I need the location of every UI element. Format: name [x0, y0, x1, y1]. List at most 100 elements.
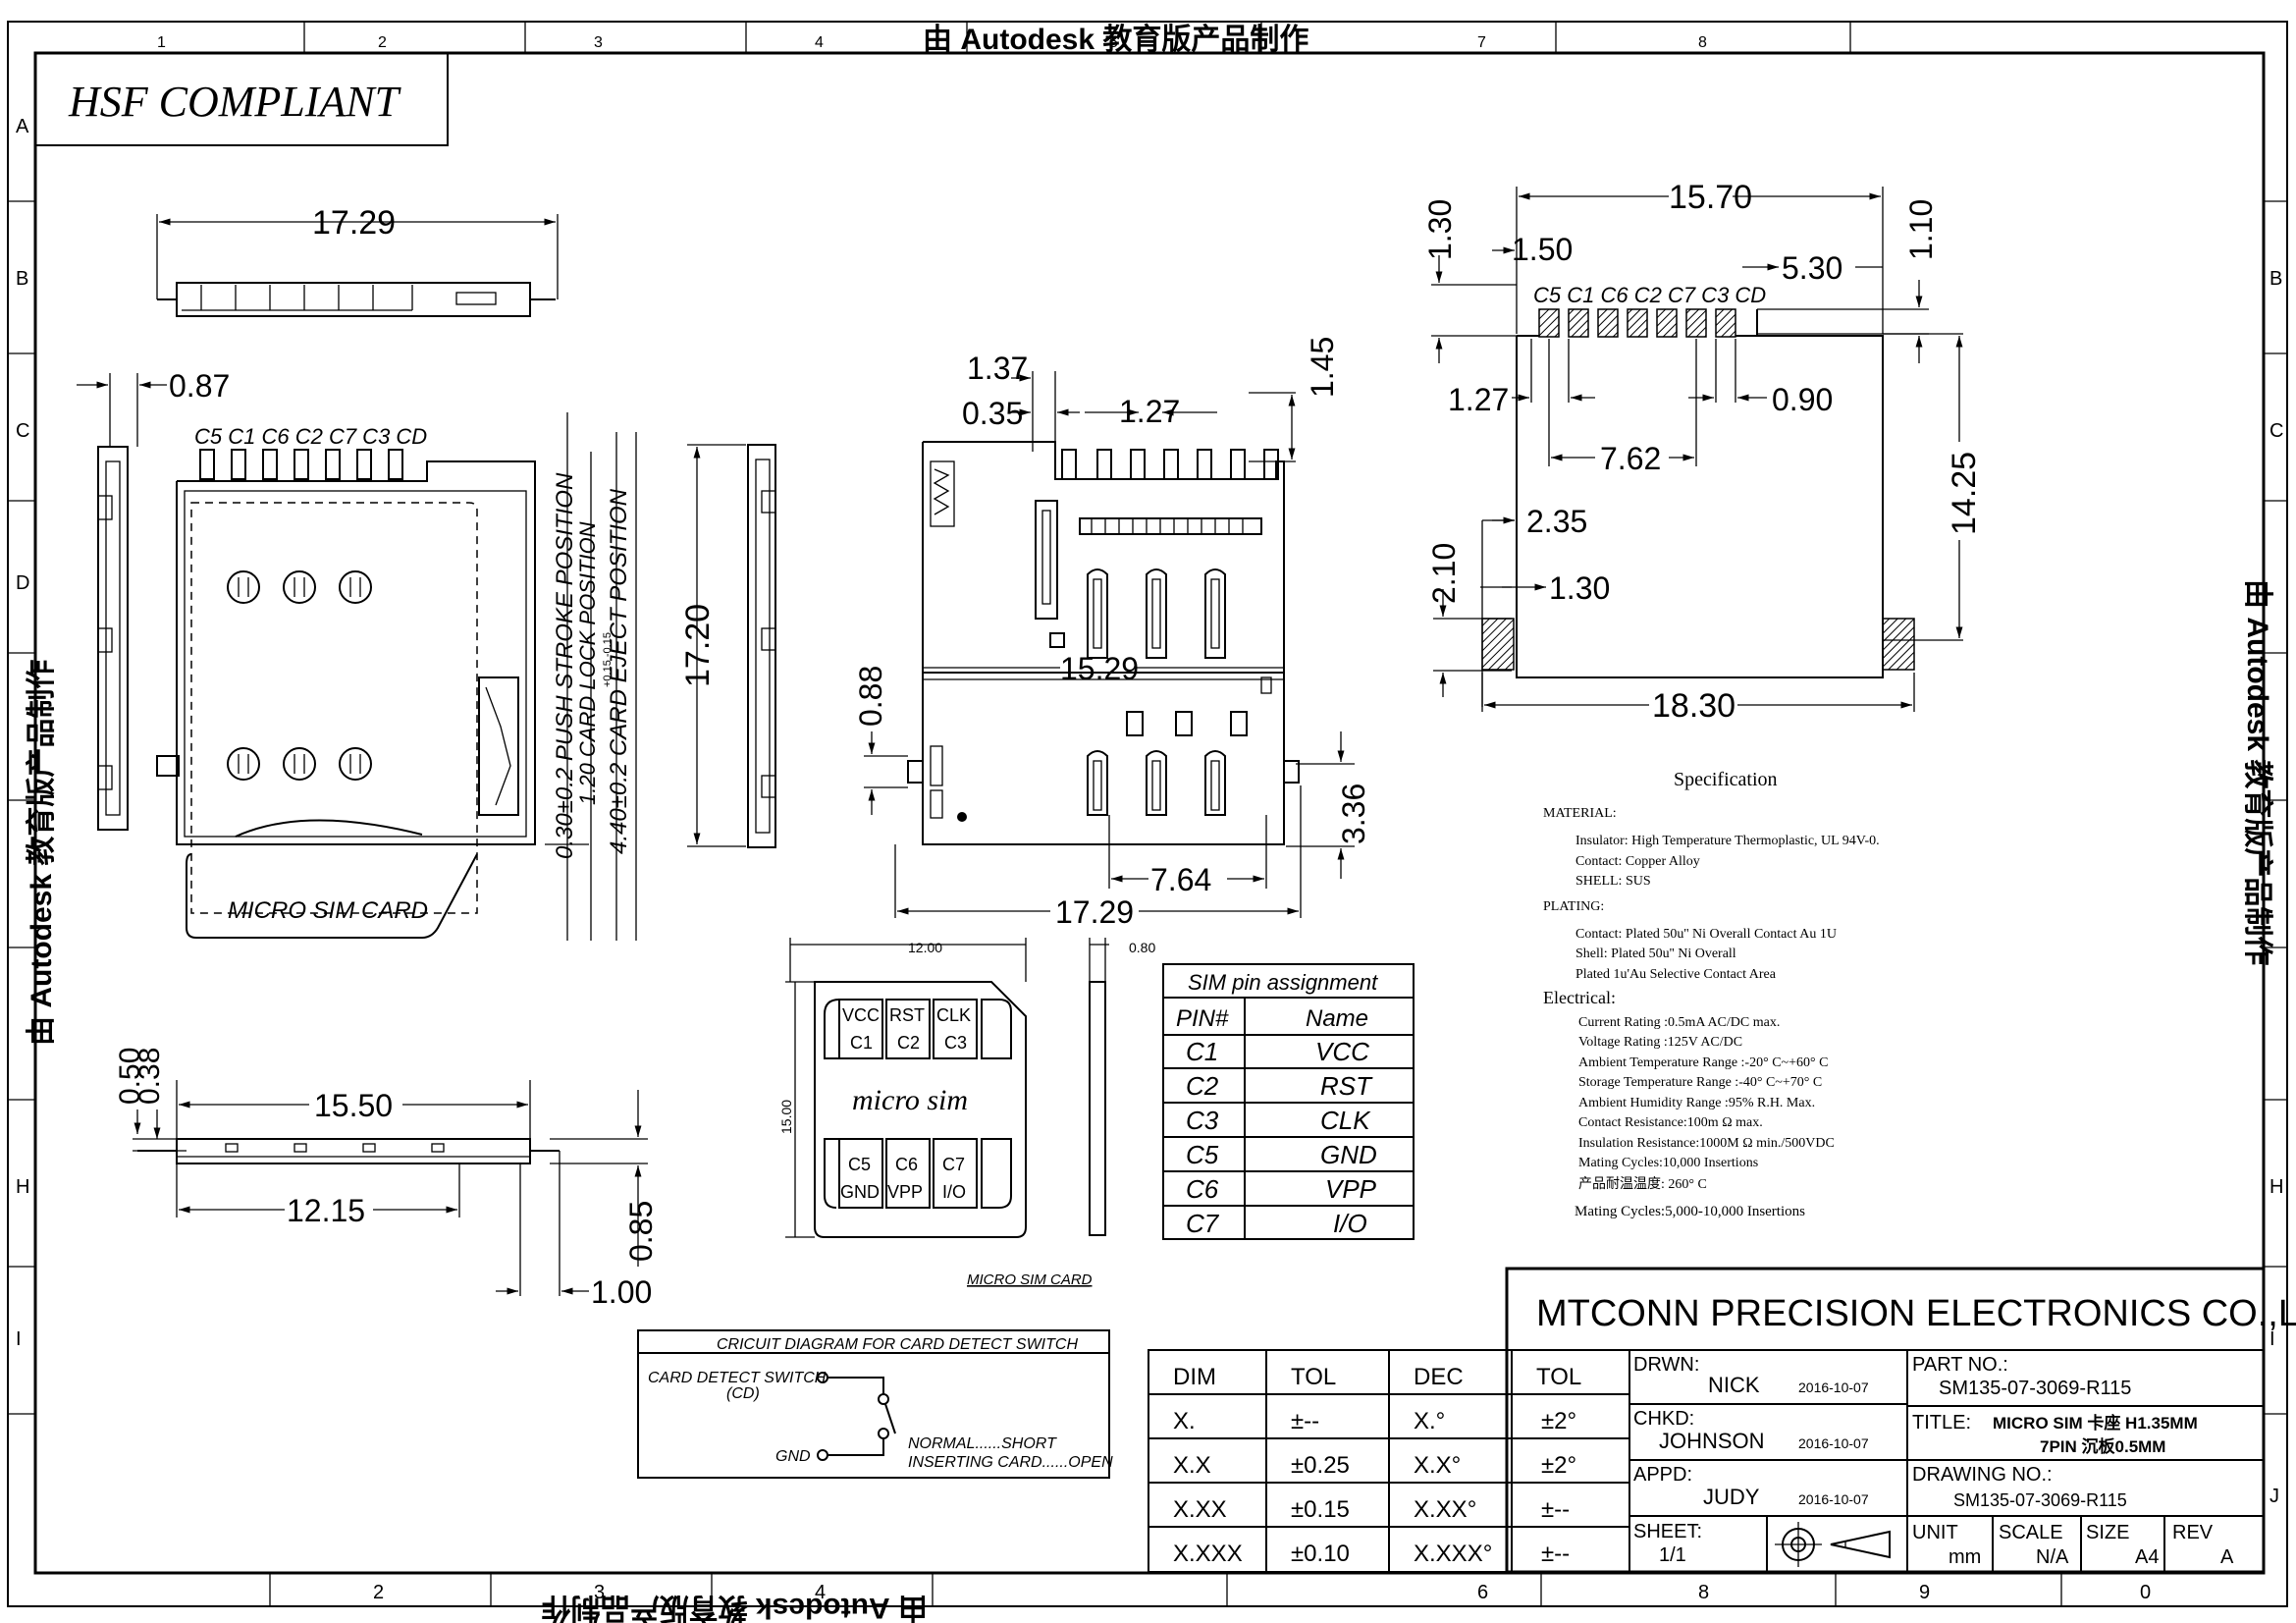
tol-cell: X.X	[1173, 1452, 1211, 1479]
bottom-view-connector: 1.37 0.35 1.27 1.45	[853, 337, 1371, 930]
dim-1-37: 1.37	[967, 351, 1028, 386]
dim-1-30-b: 1.30	[1549, 570, 1610, 606]
size-value: A4	[2135, 1546, 2159, 1568]
contact-name: C5	[848, 1155, 871, 1174]
pin-cell: C7	[1186, 1209, 1220, 1238]
spec-line: Contact Resistance:100m Ω max.	[1578, 1115, 1763, 1130]
spec-line: 产品耐温温度: 260° C	[1578, 1176, 1707, 1192]
contact-pin: I/O	[942, 1182, 966, 1202]
tol-header: TOL	[1291, 1364, 1336, 1390]
pin-cell: C5	[1186, 1140, 1219, 1169]
pin-table-title: SIM pin assignment	[1188, 970, 1378, 995]
drawing-no-label: DRAWING NO.:	[1912, 1464, 2053, 1486]
tol-cell: X.X°	[1414, 1452, 1461, 1479]
scale-value: N/A	[2036, 1546, 2069, 1568]
title-block: MTCONN PRECISION ELECTRONICS CO.,LTD DRW…	[1505, 1267, 2296, 1574]
row-label: J	[2269, 1486, 2279, 1507]
tol-cell: ±--	[1291, 1408, 1319, 1434]
col-label: 2	[373, 1582, 384, 1603]
spec-line: MATERIAL:	[1543, 806, 1617, 821]
unit-value: mm	[1949, 1546, 1981, 1568]
pin-cell: VCC	[1315, 1037, 1369, 1066]
dim-0-87: 0.87	[169, 368, 230, 404]
circuit-inserting: INSERTING CARD......OPEN	[908, 1454, 1113, 1471]
size-label: SIZE	[2086, 1522, 2129, 1543]
pin-cell: GND	[1320, 1140, 1377, 1169]
col-label: 4	[815, 1582, 826, 1603]
circuit-diagram: CRICUIT DIAGRAM FOR CARD DETECT SWITCH C…	[637, 1329, 1113, 1479]
top-view-connector: C5 C1 C6 C2 C7 C3 CD MICRO SIM CARD	[156, 412, 637, 941]
spec-line: Plated 1u'Au Selective Contact Area	[1575, 967, 1777, 982]
appd-name: JUDY	[1703, 1485, 1760, 1509]
spec-line: Ambient Temperature Range :-20° C~+60° C	[1578, 1055, 1828, 1070]
dim-15-70: 15.70	[1669, 179, 1752, 216]
sheet-value: 1/1	[1659, 1544, 1686, 1566]
card-eject-label: 4.40±0.2 CARD EJECT POSITION	[606, 488, 632, 854]
watermark-top: 由 Autodesk 教育版产品制作	[923, 23, 1308, 56]
chkd-label: CHKD:	[1633, 1408, 1694, 1430]
dim-0-50: 0.50	[114, 1048, 146, 1105]
contact-pin: C2	[897, 1033, 920, 1053]
hsf-text: HSF COMPLIANT	[68, 78, 402, 126]
spec-line: PLATING:	[1543, 899, 1604, 914]
spec-title: Specification	[1674, 769, 1778, 790]
sheet-label: SHEET:	[1633, 1521, 1702, 1542]
contact-name: CLK	[936, 1005, 971, 1025]
dim-0-88: 0.88	[853, 666, 888, 727]
row-label: C	[16, 420, 29, 442]
dim-2-35: 2.35	[1526, 504, 1587, 539]
row-label: D	[16, 572, 29, 594]
tol-cell: ±0.15	[1291, 1496, 1350, 1523]
dim-1-27-f: 1.27	[1448, 382, 1509, 417]
pin-labels-top: C5 C1 C6 C2 C7 C3 CD	[194, 424, 427, 449]
contact-pin: GND	[840, 1182, 880, 1202]
col-label: 9	[1919, 1582, 1930, 1603]
drwn-label: DRWN:	[1633, 1354, 1699, 1376]
row-label: C	[2269, 420, 2283, 442]
col-label: 7	[1477, 34, 1486, 51]
tol-cell: X.XXX°	[1414, 1541, 1492, 1567]
col-label: 3	[594, 34, 603, 51]
dim-1-27: 1.27	[1119, 394, 1180, 429]
col-label: 4	[815, 34, 824, 51]
dim-5-30: 5.30	[1782, 250, 1842, 286]
dim-1-50: 1.50	[1512, 232, 1573, 267]
circuit-normal: NORMAL......SHORT	[908, 1435, 1057, 1452]
dim-2-10: 2.10	[1426, 543, 1462, 604]
dim-12-00: 12.00	[908, 940, 942, 955]
card-contacts-top: VCC C1 RST C2 CLK C3	[824, 999, 1012, 1059]
micro-sim-card: 12.00 0.80 15.00 VCC C1 RST C2 CLK C3 mi…	[778, 938, 1155, 1288]
pcb-footprint: 15.70 1.30 1.50 5.30 1.10 C5 C1 C6 C2 C7…	[1422, 179, 1983, 725]
projection-symbol-icon	[1775, 1522, 1891, 1567]
dim-1-30-a: 1.30	[1422, 199, 1458, 260]
card-caption: MICRO SIM CARD	[967, 1271, 1093, 1288]
tol-cell: ±--	[1541, 1541, 1570, 1567]
row-label: H	[16, 1176, 29, 1198]
specification-block: Specification MATERIAL: Insulator: High …	[1543, 769, 1880, 1219]
tol-cell: ±0.25	[1291, 1452, 1350, 1479]
dim-14-25: 14.25	[1946, 452, 1983, 535]
col-label: 8	[1698, 1582, 1709, 1603]
spec-line: Ambient Humidity Range :95% R.H. Max.	[1578, 1096, 1815, 1110]
appd-label: APPD:	[1633, 1464, 1692, 1486]
dim-15-50: 15.50	[314, 1088, 393, 1123]
col-label: 8	[1698, 34, 1707, 51]
zone-labels: 1 2 3 4 5 7 8 2 3 4 6 8 9 0 A B C D H I …	[16, 34, 2283, 1603]
pin-cell: C3	[1186, 1106, 1219, 1135]
spec-line: Contact: Copper Alloy	[1575, 854, 1700, 869]
spec-line: Shell: Plated 50u'' Ni Overall	[1575, 947, 1736, 961]
tol-header: DEC	[1414, 1364, 1464, 1390]
title-line-1: MICRO SIM 卡座 H1.35MM	[1993, 1413, 2198, 1433]
tol-cell: X.XX	[1173, 1496, 1227, 1523]
dim-1-10: 1.10	[1903, 199, 1939, 260]
scale-label: SCALE	[1999, 1522, 2063, 1543]
contact-name: VCC	[842, 1005, 880, 1025]
watermark-left: 由 Autodesk 教育版产品制作	[25, 660, 58, 1046]
part-no-label: PART NO.:	[1912, 1354, 2008, 1376]
pin-cell: RST	[1320, 1071, 1373, 1101]
unit-label: UNIT	[1912, 1522, 1958, 1543]
spec-line: Insulator: High Temperature Thermoplasti…	[1575, 834, 1880, 848]
card-contacts-bottom: C5 GND C6 VPP C7 I/O	[824, 1138, 1012, 1209]
push-stroke-label: 0.30±0.2 PUSH STROKE POSITION	[552, 472, 578, 859]
row-label: I	[2269, 1328, 2275, 1350]
